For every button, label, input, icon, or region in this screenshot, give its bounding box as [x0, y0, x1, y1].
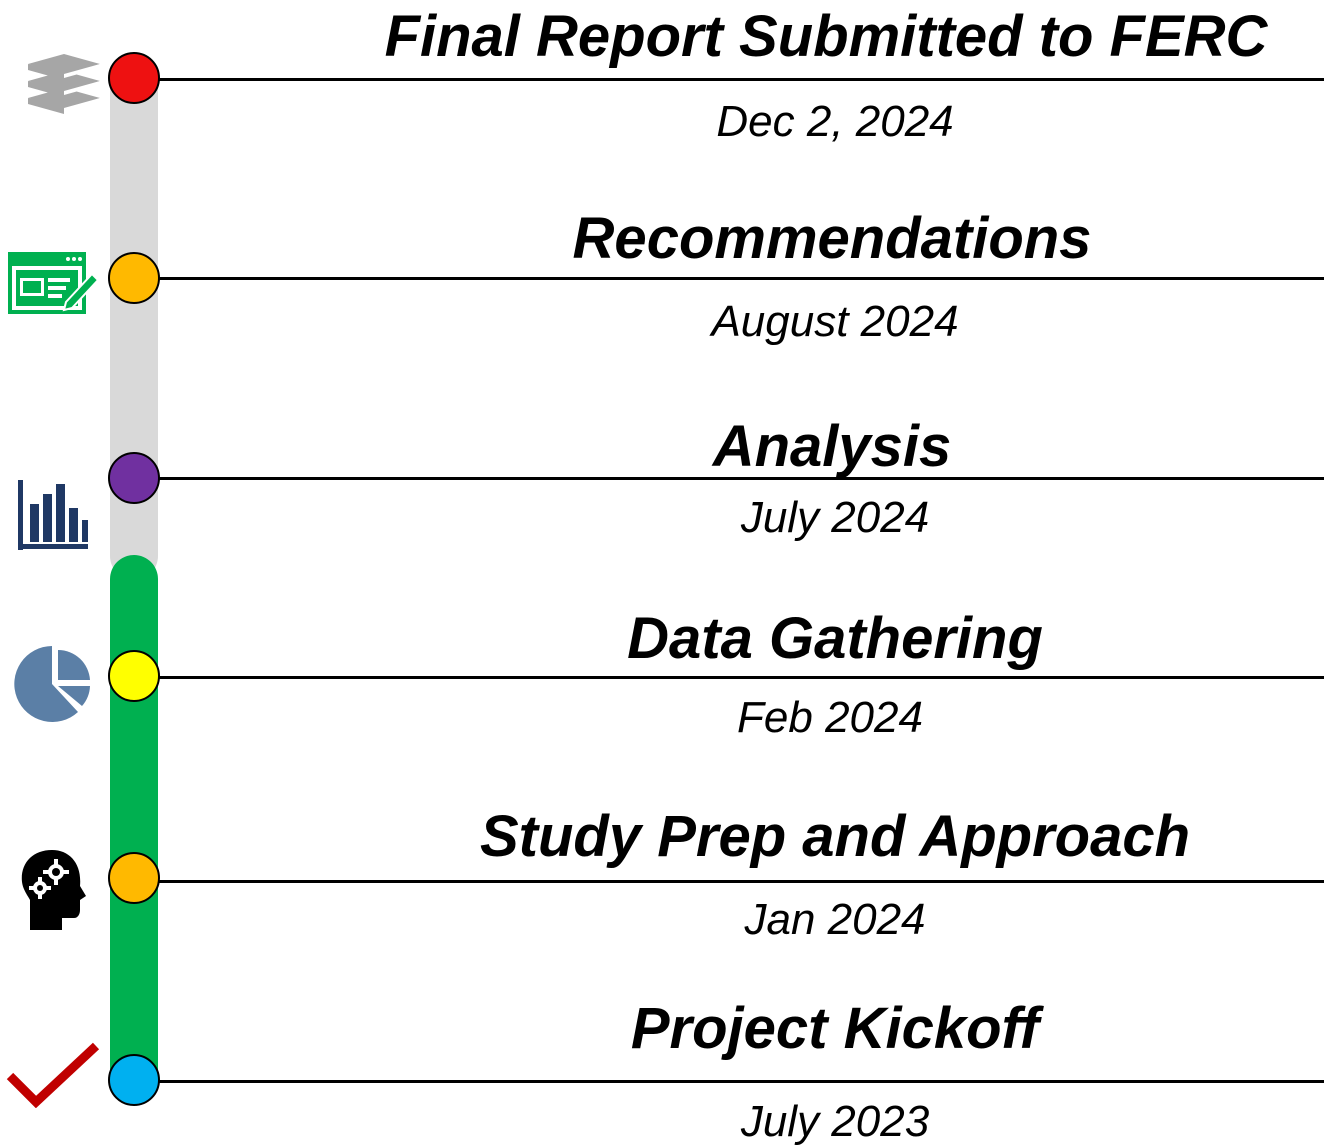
milestone-dot	[108, 650, 160, 702]
milestone-title: Analysis	[712, 414, 952, 479]
milestone-title: Data Gathering	[627, 606, 1043, 671]
milestone-line	[134, 477, 1324, 480]
milestone-line	[134, 78, 1324, 81]
milestone-title: Final Report Submitted to FERC	[384, 4, 1268, 69]
milestone-title: Project Kickoff	[630, 996, 1040, 1061]
pie-chart-icon	[14, 646, 90, 722]
milestone-date: August 2024	[711, 297, 959, 346]
milestone-line	[134, 277, 1324, 280]
milestone-dot	[108, 852, 160, 904]
milestone-date: Jan 2024	[744, 895, 926, 944]
milestone-title: Recommendations	[572, 206, 1092, 271]
milestone-line	[134, 676, 1324, 679]
stacked-books-icon	[28, 54, 100, 114]
milestone-date: July 2024	[740, 493, 930, 542]
head-gears-icon	[21, 850, 86, 930]
milestone-line	[134, 1080, 1324, 1083]
document-edit-icon	[8, 252, 100, 314]
milestone-dot	[108, 52, 160, 104]
milestone-date: Dec 2, 2024	[716, 97, 954, 146]
milestone-date: July 2023	[740, 1097, 930, 1146]
milestone-title: Study Prep and Approach	[479, 804, 1191, 869]
bar-chart-icon	[18, 480, 88, 550]
checkmark-icon	[6, 1042, 100, 1108]
milestone-line	[134, 880, 1324, 883]
milestone-dot	[108, 1054, 160, 1106]
milestone-date: Feb 2024	[737, 693, 923, 742]
timeline-track-completed	[110, 555, 158, 1095]
milestone-dot	[108, 452, 160, 504]
milestone-dot	[108, 252, 160, 304]
